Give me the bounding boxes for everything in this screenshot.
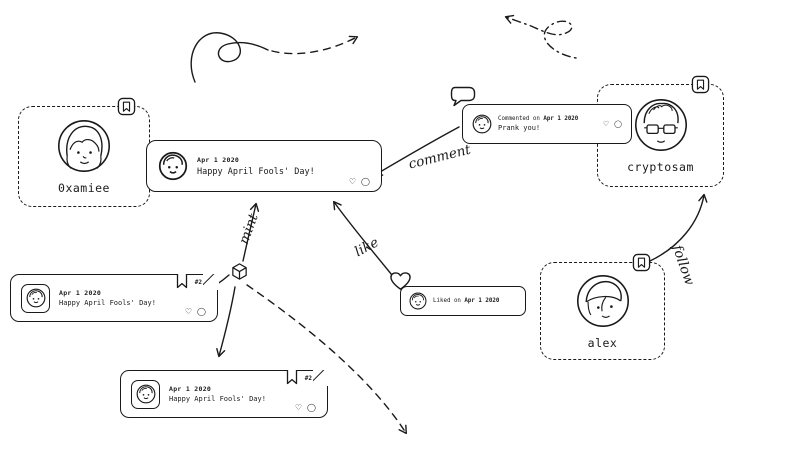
comment-text: Prank you!: [498, 124, 541, 133]
avatar-alex: [575, 273, 631, 329]
avatar-cryptosam: [633, 97, 689, 153]
post-text: Happy April Fools' Day!: [197, 166, 315, 177]
heart-icon[interactable]: ♡: [294, 403, 303, 412]
nft-author-avatar: [21, 283, 50, 313]
folded-corner: [312, 369, 329, 386]
nft-reaction-icons: ♡ ◯: [185, 308, 206, 316]
post-date: Apr 1 2020: [197, 155, 240, 164]
decorative-arrow-top-left: [271, 35, 359, 55]
nft-author-avatar: [131, 379, 160, 409]
save-bookmark-icon: [117, 97, 136, 116]
profile-node-0xamiee[interactable]: 0xamiee: [18, 106, 150, 207]
profile-name-cryptosam: cryptosam: [627, 160, 694, 174]
arrow-mint-to-post: [242, 202, 260, 262]
nft-text: Happy April Fools' Day!: [169, 395, 266, 404]
mint-cube-icon: [230, 262, 249, 281]
bookmark-ribbon-icon: [176, 274, 188, 290]
profile-node-alex[interactable]: alex: [540, 262, 665, 360]
decorative-squiggle-top-left: [190, 32, 269, 83]
nft-reaction-icons: ♡ ◯: [295, 404, 316, 412]
post-author-avatar: [158, 151, 188, 181]
arrow-mint-dashed: [246, 284, 407, 435]
save-bookmark-icon: [632, 253, 651, 272]
decorative-arrow-top-right: [504, 14, 577, 59]
post-reaction-icons: ♡ ◯: [349, 178, 370, 186]
nft-text: Happy April Fools' Day!: [59, 299, 156, 308]
heart-icon[interactable]: ♡: [602, 119, 610, 128]
post-card[interactable]: Apr 1 2020 Happy April Fools' Day! ♡ ◯: [146, 140, 382, 192]
comment-circle-icon[interactable]: ◯: [614, 119, 622, 128]
comment-meta: Commented on Apr 1 2020: [498, 115, 579, 122]
like-meta: Liked on Apr 1 2020: [433, 298, 500, 304]
comment-card[interactable]: Commented on Apr 1 2020 Prank you! ♡ ◯: [462, 104, 632, 144]
like-author-avatar: [409, 292, 427, 310]
heart-icon[interactable]: ♡: [184, 307, 193, 316]
folded-corner: [202, 273, 219, 290]
heart-icon: [389, 271, 412, 292]
arrow-follow: [649, 193, 708, 262]
profile-name-0xamiee: 0xamiee: [58, 181, 110, 195]
comment-circle-icon[interactable]: ◯: [361, 177, 370, 186]
avatar-0xamiee: [56, 118, 112, 174]
nft-card-1[interactable]: #2 Apr 1 2020 Happy April Fools' Day! ♡ …: [10, 273, 219, 322]
comment-circle-icon[interactable]: ◯: [307, 403, 316, 412]
profile-name-alex: alex: [587, 335, 618, 350]
arrow-like: [333, 200, 397, 281]
nft-serial: #2: [194, 279, 202, 286]
comment-circle-icon[interactable]: ◯: [197, 307, 206, 316]
nft-card-2[interactable]: #2 Apr 1 2020 Happy April Fools' Day! ♡ …: [120, 369, 329, 418]
comment-reaction-icons: ♡ ◯: [602, 119, 622, 128]
bookmark-ribbon-icon: [286, 370, 298, 386]
nft-serial: #2: [304, 375, 312, 382]
nft-date: Apr 1 2020: [59, 288, 102, 297]
save-bookmark-icon: [691, 75, 710, 94]
arrow-mint-to-nft-2: [216, 286, 236, 358]
arrow-comment: [373, 126, 460, 176]
heart-icon[interactable]: ♡: [348, 177, 357, 186]
comment-author-avatar: [472, 114, 492, 134]
nft-date: Apr 1 2020: [169, 384, 212, 393]
speech-bubble-icon: [450, 86, 476, 107]
like-card[interactable]: Liked on Apr 1 2020: [400, 286, 526, 316]
